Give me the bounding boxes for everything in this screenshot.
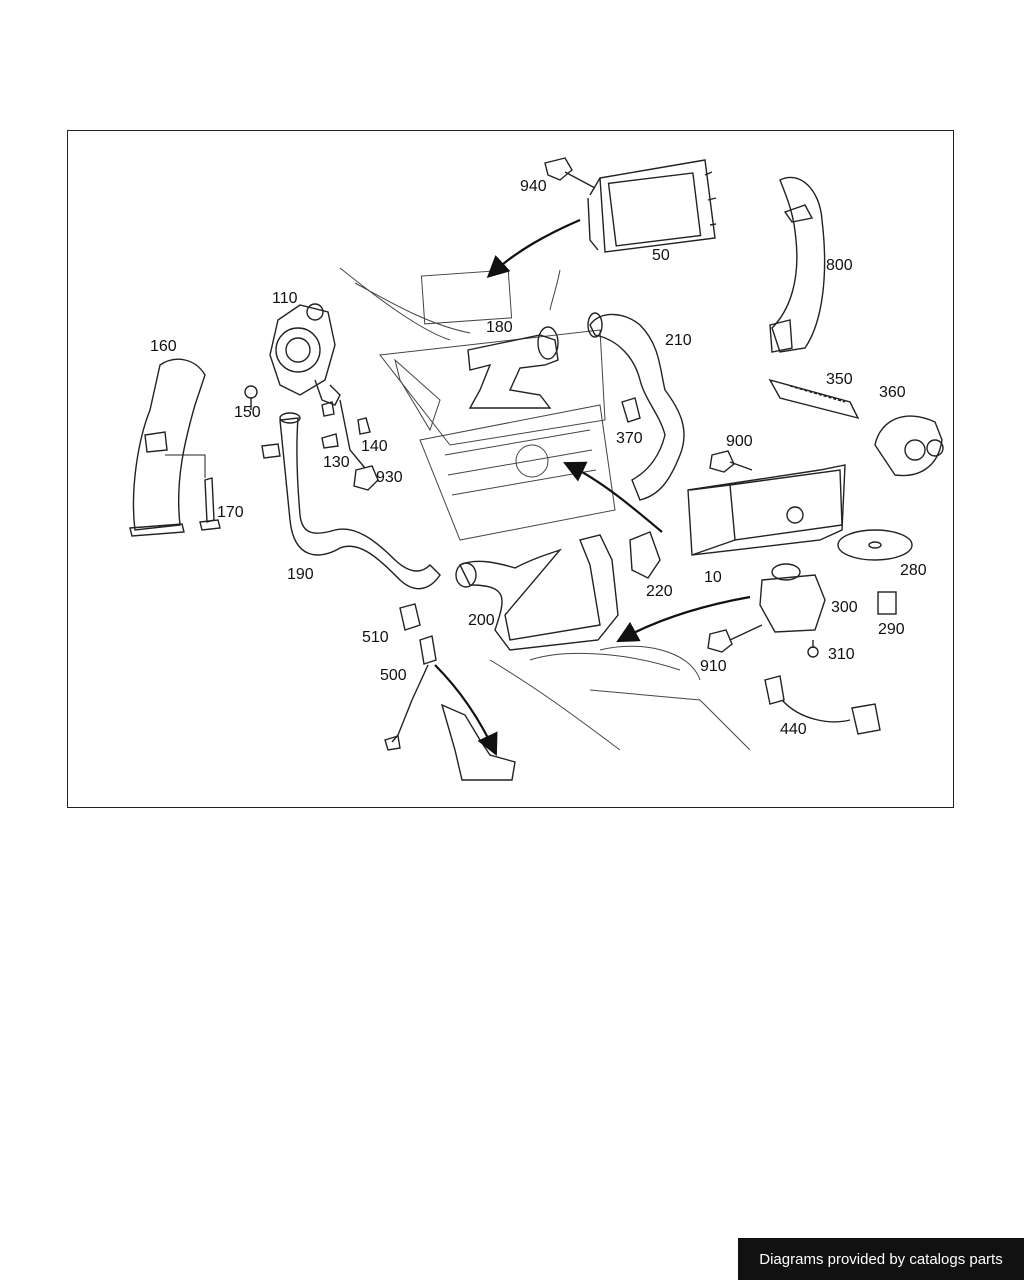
label-tag-940 [544,157,596,189]
part-label-800: 800 [826,257,853,274]
part-label-150: 150 [234,404,261,421]
controller-300 [759,563,826,633]
part-label-130: 130 [323,454,350,471]
part-label-360: 360 [879,384,906,401]
part-label-170: 170 [217,504,244,521]
dashboard-outline [339,267,751,751]
air-duct-210 [587,312,685,501]
screw-310 [807,640,819,658]
part-label-350: 350 [826,371,853,388]
card-290 [877,591,897,615]
screw-170 [165,454,221,531]
part-label-180: 180 [486,319,513,336]
part-label-310: 310 [828,646,855,663]
part-label-910: 910 [700,658,727,675]
trim-panel-800 [769,176,826,353]
air-duct-200 [455,534,619,651]
label-tag-900 [709,450,753,473]
part-label-940: 940 [520,178,547,195]
disc-280 [837,529,913,561]
sensor-370 [621,397,641,423]
part-label-50: 50 [652,247,670,264]
part-label-190: 190 [287,566,314,583]
part-label-440: 440 [780,721,807,738]
cable-440 [764,675,881,735]
part-label-370: 370 [616,430,643,447]
label-tag-910 [707,624,763,653]
part-label-930: 930 [376,469,403,486]
head-unit-10 [687,464,846,556]
speaker-360 [874,415,944,477]
display-unit-50 [587,159,717,253]
part-label-10: 10 [704,569,722,586]
part-label-300: 300 [831,599,858,616]
part-label-900: 900 [726,433,753,450]
part-label-280: 280 [900,562,927,579]
bracket-panel [440,703,516,781]
part-label-510: 510 [362,629,389,646]
label-tag-930 [353,465,379,491]
bolt-150 [244,385,258,410]
air-duct-160 [129,358,206,537]
cable-500 [384,635,437,751]
blower-motor-110 [269,303,341,406]
remote-control-350 [768,378,860,420]
clips-130-140 [261,399,371,469]
air-duct-190 [279,412,441,590]
sensor-510 [399,603,421,631]
part-label-220: 220 [646,583,673,600]
part-label-110: 110 [272,290,298,307]
assembly-arrows [434,218,751,756]
knob-220 [629,531,661,579]
part-label-500: 500 [380,667,407,684]
attribution-badge: Diagrams provided by catalogs parts [738,1238,1024,1280]
part-label-140: 140 [361,438,388,455]
part-label-160: 160 [150,338,177,355]
part-label-210: 210 [665,332,692,349]
diagram-frame [67,130,954,808]
part-label-290: 290 [878,621,905,638]
part-label-200: 200 [468,612,495,629]
vent-duct-180 [467,326,559,409]
